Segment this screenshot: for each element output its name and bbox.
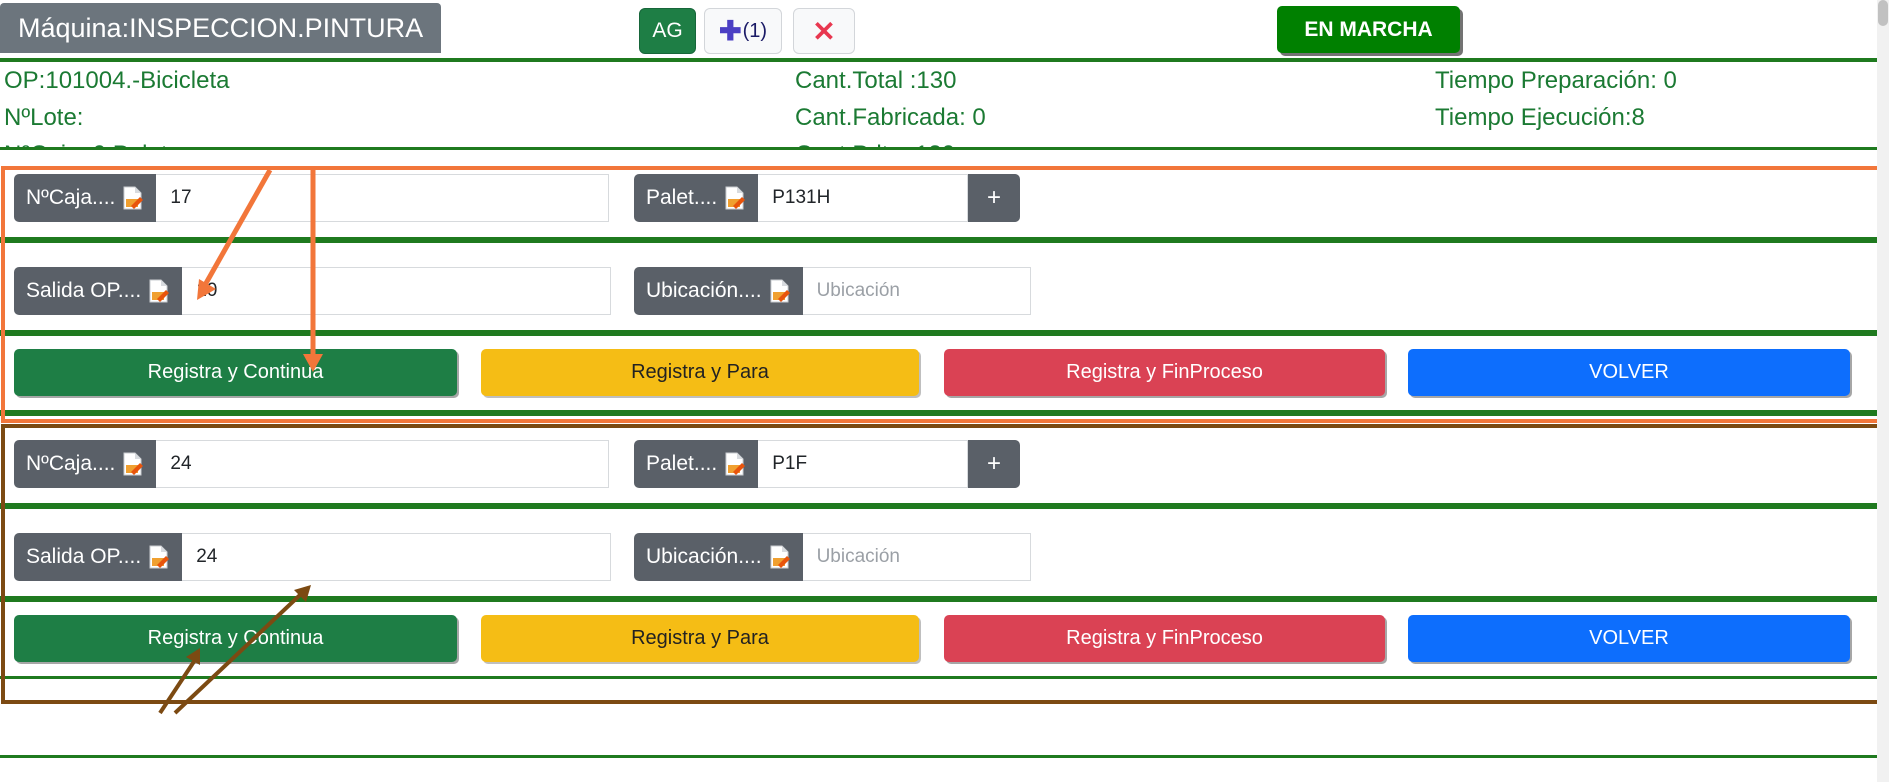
line1-salida-tag: Salida OP....	[14, 267, 183, 315]
line1-field-ncaja[interactable]: NºCaja.... 17	[14, 174, 609, 222]
info-tiempo-ejecucion: Tiempo Ejecución:8	[1435, 104, 1645, 131]
line1-field-ubicacion[interactable]: Ubicación.... Ubicación	[634, 267, 1031, 315]
info-cant-fabricada: Cant.Fabricada: 0	[795, 104, 986, 131]
op-line-1: NºCaja.... 17 Palet....	[0, 147, 1889, 413]
line2-row-caja-palet: NºCaja.... 24 Palet....	[0, 413, 1889, 506]
line1-ncaja-tag: NºCaja....	[14, 174, 157, 222]
line2-salida-input[interactable]: 24	[182, 533, 611, 581]
line1-ncaja-input[interactable]: 17	[156, 174, 609, 222]
line2-ncaja-input[interactable]: 24	[156, 440, 609, 488]
info-op: OP:101004.-Bicicleta	[4, 67, 230, 94]
line1-salida-label: Salida OP....	[26, 279, 142, 302]
plus-icon: ✚	[718, 15, 742, 46]
line1-row-caja-palet: NºCaja.... 17 Palet....	[0, 147, 1889, 240]
line1-ubicacion-input[interactable]: Ubicación	[802, 267, 1031, 315]
close-icon: ✕	[812, 15, 836, 47]
line2-ubicacion-tag: Ubicación....	[634, 533, 803, 581]
line1-palet-add-button[interactable]: +	[968, 174, 1020, 222]
status-badge-en-marcha[interactable]: EN MARCHA	[1277, 6, 1460, 53]
line1-row-actions: Registra y Continua Registra y Para Regi…	[0, 333, 1889, 413]
line2-palet-add-button[interactable]: +	[968, 440, 1020, 488]
edit-document-icon	[122, 186, 144, 210]
info-lote: NºLote:	[4, 104, 84, 131]
line2-palet-label: Palet....	[646, 452, 718, 475]
line2-salida-tag: Salida OP....	[14, 533, 183, 581]
line1-salida-input[interactable]: 10	[182, 267, 611, 315]
edit-document-icon	[724, 186, 746, 210]
info-cant-total: Cant.Total :130	[795, 67, 957, 94]
edit-document-icon	[769, 279, 791, 303]
line1-ubicacion-label: Ubicación....	[646, 279, 762, 302]
line2-ncaja-label: NºCaja....	[26, 452, 116, 475]
edit-document-icon	[769, 545, 791, 569]
edit-document-icon	[724, 452, 746, 476]
op-line-2: NºCaja.... 24 Palet....	[0, 413, 1889, 679]
line2-registra-y-finproceso-button[interactable]: Registra y FinProceso	[944, 615, 1385, 662]
line1-ubicacion-tag: Ubicación....	[634, 267, 803, 315]
line2-volver-button[interactable]: VOLVER	[1408, 615, 1850, 662]
line2-field-ubicacion[interactable]: Ubicación.... Ubicación	[634, 533, 1031, 581]
line2-salida-label: Salida OP....	[26, 545, 142, 568]
scrollbar-thumb[interactable]	[1878, 0, 1888, 26]
line2-ncaja-tag: NºCaja....	[14, 440, 157, 488]
info-tiempo-preparacion: Tiempo Preparación: 0	[1435, 67, 1677, 94]
line2-palet-input[interactable]: P1F	[758, 440, 968, 488]
page-scrollbar[interactable]	[1877, 0, 1889, 782]
order-info-strip: OP:101004.-Bicicleta NºLote: NºCaja: 0 P…	[0, 62, 1889, 168]
ag-button[interactable]: AG	[639, 8, 696, 54]
line1-palet-input[interactable]: P131H	[758, 174, 968, 222]
line2-field-ncaja[interactable]: NºCaja.... 24	[14, 440, 609, 488]
line1-registra-y-para-button[interactable]: Registra y Para	[481, 349, 919, 396]
line1-palet-tag: Palet....	[634, 174, 759, 222]
info-column-times: Tiempo Preparación: 0 Tiempo Ejecución:8	[1435, 62, 1677, 136]
line1-registra-y-finproceso-button[interactable]: Registra y FinProceso	[944, 349, 1385, 396]
line1-ncaja-label: NºCaja....	[26, 186, 116, 209]
add-count-label: (1)	[742, 19, 768, 42]
status-badge-label: EN MARCHA	[1304, 17, 1433, 41]
bottom-divider	[0, 755, 1889, 758]
line2-registra-y-para-button[interactable]: Registra y Para	[481, 615, 919, 662]
ag-button-label: AG	[652, 19, 683, 42]
edit-document-icon	[148, 279, 170, 303]
line1-field-palet[interactable]: Palet.... P131H +	[634, 174, 1020, 222]
add-button[interactable]: ✚ (1)	[704, 8, 782, 54]
line2-field-salida-op[interactable]: Salida OP.... 24	[14, 533, 611, 581]
line1-volver-button[interactable]: VOLVER	[1408, 349, 1850, 396]
edit-document-icon	[148, 545, 170, 569]
line2-palet-tag: Palet....	[634, 440, 759, 488]
line2-ubicacion-label: Ubicación....	[646, 545, 762, 568]
line1-field-salida-op[interactable]: Salida OP.... 10	[14, 267, 611, 315]
line2-registra-y-continua-button[interactable]: Registra y Continua	[14, 615, 457, 662]
line2-row-salida-ubicacion: Salida OP.... 24 Ubicación....	[0, 506, 1889, 599]
line1-registra-y-continua-button[interactable]: Registra y Continua	[14, 349, 457, 396]
top-toolbar: Máquina:INSPECCION.PINTURA AG ✚ (1) ✕ EN…	[0, 0, 1889, 62]
line2-field-palet[interactable]: Palet.... P1F +	[634, 440, 1020, 488]
machine-title-tab: Máquina:INSPECCION.PINTURA	[0, 3, 442, 53]
machine-title-label: Máquina:INSPECCION.PINTURA	[18, 12, 424, 43]
edit-document-icon	[122, 452, 144, 476]
close-button[interactable]: ✕	[793, 8, 855, 54]
line1-palet-label: Palet....	[646, 186, 718, 209]
line2-ubicacion-input[interactable]: Ubicación	[802, 533, 1031, 581]
line2-row-actions: Registra y Continua Registra y Para Regi…	[0, 599, 1889, 679]
line1-row-salida-ubicacion: Salida OP.... 10 Ubicación....	[0, 240, 1889, 333]
